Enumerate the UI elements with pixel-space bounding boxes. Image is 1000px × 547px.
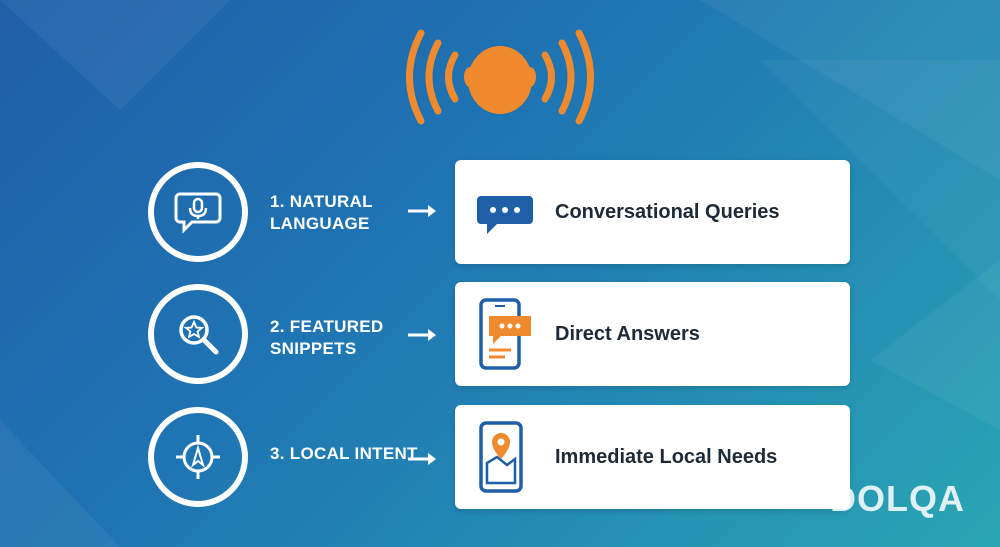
card-immediate-local-needs: Immediate Local Needs bbox=[455, 405, 850, 509]
row-label: 3. LOCAL INTENT bbox=[270, 444, 418, 463]
microphone-speech-bubble-icon bbox=[174, 192, 222, 234]
brand-watermark: DOLQA bbox=[830, 478, 965, 519]
magnifier-star-icon bbox=[179, 315, 219, 355]
card-direct-answers: Direct Answers bbox=[455, 282, 850, 386]
arrow-right-icon bbox=[408, 329, 436, 341]
row-local-intent: 3. LOCAL INTENT Immediate Local Needs bbox=[0, 405, 1000, 515]
arrow-right-icon bbox=[408, 205, 436, 217]
card-title: Immediate Local Needs bbox=[555, 446, 778, 468]
circle-badge bbox=[148, 162, 248, 262]
chat-bubble-icon bbox=[477, 196, 533, 234]
compass-target-icon bbox=[176, 435, 220, 479]
phone-map-pin-icon bbox=[479, 421, 523, 493]
row-label: 2. FEATURED SNIPPETS bbox=[270, 317, 384, 358]
card-title: Conversational Queries bbox=[555, 201, 780, 223]
voice-search-icon bbox=[406, 29, 594, 125]
row-featured-snippets: 2. FEATURED SNIPPETS Direct Answers bbox=[0, 282, 1000, 392]
row-natural-language: 1. NATURAL LANGUAGE Conversational Queri… bbox=[0, 158, 1000, 268]
card-title: Direct Answers bbox=[555, 323, 700, 345]
row-label: 1. NATURAL LANGUAGE bbox=[270, 192, 373, 233]
circle-badge bbox=[148, 407, 248, 507]
phone-answer-icon bbox=[479, 298, 531, 370]
arrow-right-icon bbox=[408, 453, 436, 465]
circle-badge bbox=[148, 284, 248, 384]
card-conversational-queries: Conversational Queries bbox=[455, 160, 850, 264]
